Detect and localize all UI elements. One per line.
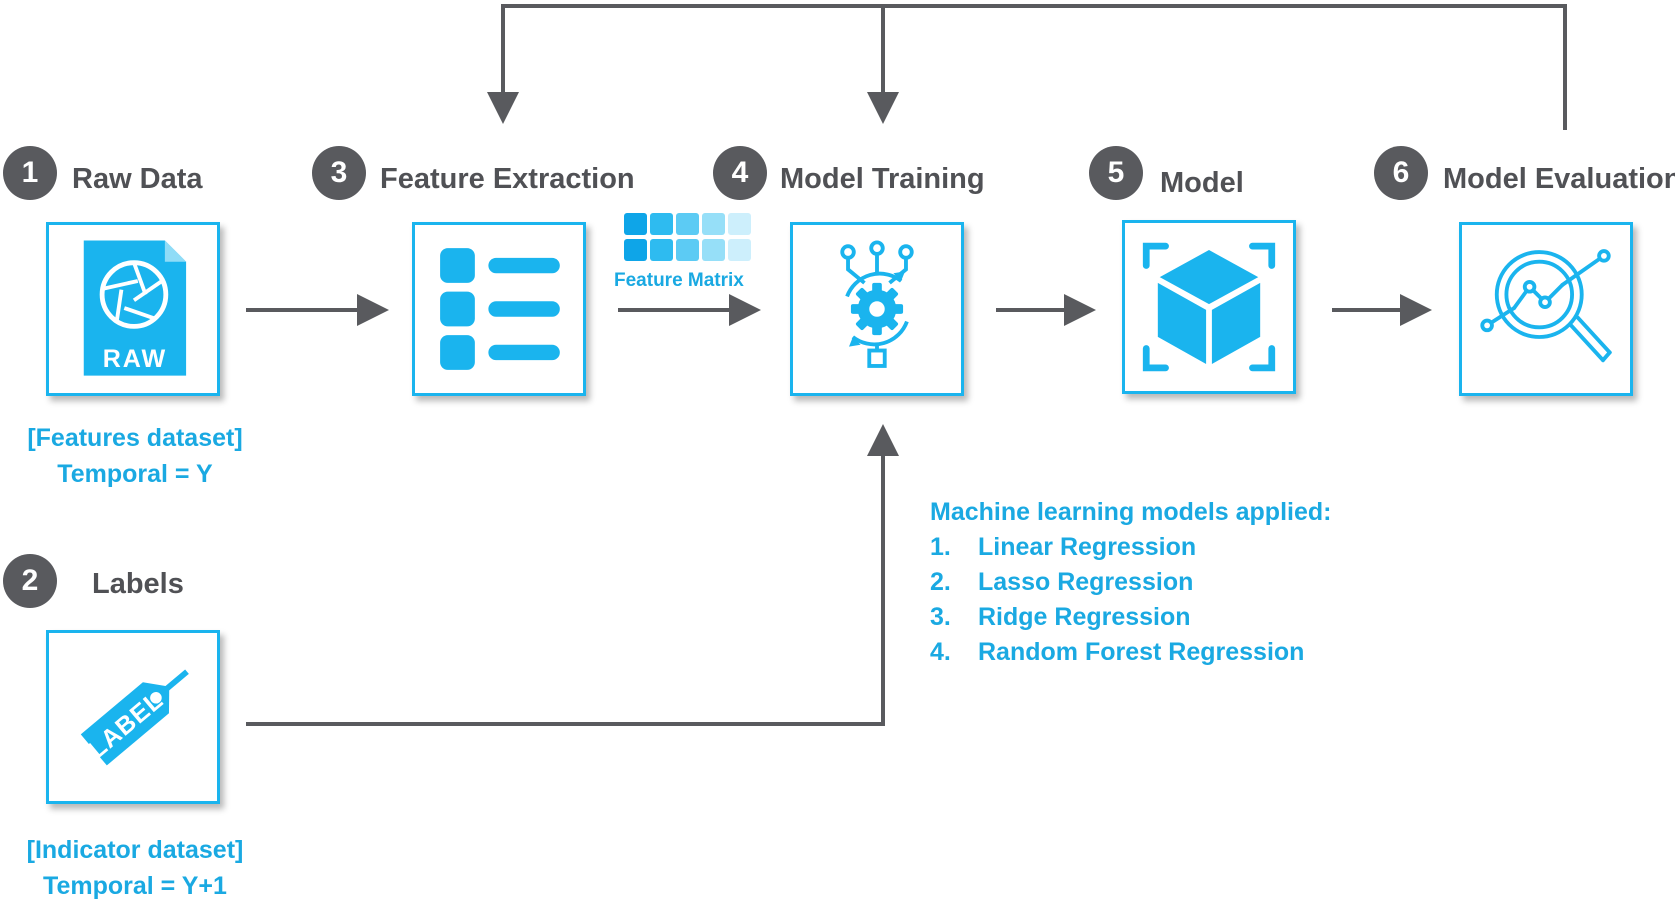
model-card — [1122, 220, 1296, 394]
ml-model-item: 3. Ridge Regression — [930, 600, 1331, 635]
ml-model-number: 2. — [930, 568, 951, 596]
ml-model-item: 1. Linear Regression — [930, 530, 1331, 565]
step-badge-5: 5 — [1089, 146, 1143, 200]
raw-data-card: RAW — [46, 222, 220, 396]
step-title-feature-extraction: Feature Extraction — [380, 163, 635, 195]
step-badge-3: 3 — [312, 146, 366, 200]
model-evaluation-card — [1459, 222, 1633, 396]
raw-data-caption-line1: [Features dataset] — [27, 424, 243, 452]
ml-model-item: 2. Lasso Regression — [930, 565, 1331, 600]
step-title-model: Model — [1160, 167, 1244, 199]
raw-file-icon: RAW — [83, 240, 187, 376]
arrow-labels-to-training — [246, 424, 899, 726]
list-icon — [440, 248, 560, 370]
step-badge-4: 4 — [713, 146, 767, 200]
ml-model-item: 4. Random Forest Regression — [930, 635, 1331, 670]
labels-caption-line2: Temporal = Y+1 — [43, 872, 227, 900]
gear-network-icon — [840, 240, 914, 368]
feature-matrix-grid-icon — [624, 213, 751, 261]
labels-caption: [Indicator dataset] Temporal = Y+1 — [10, 832, 260, 904]
model-training-card — [790, 222, 964, 396]
ml-model-number: 1. — [930, 533, 951, 561]
ml-model-number: 3. — [930, 603, 951, 631]
step-badge-2: 2 — [3, 554, 57, 608]
feedback-loop-line — [487, 4, 1567, 130]
feature-extraction-card — [412, 222, 586, 396]
label-tag-icon: LABEL — [80, 669, 189, 766]
step-badge-1: 1 — [3, 146, 57, 200]
raw-file-label: RAW — [103, 345, 167, 373]
step-title-model-evaluation: Model Evaluation — [1443, 163, 1675, 195]
ml-model-name: Ridge Regression — [978, 603, 1191, 631]
ml-model-name: Linear Regression — [978, 533, 1197, 561]
ml-models-list: Machine learning models applied: 1. Linea… — [930, 495, 1331, 670]
raw-data-caption: [Features dataset] Temporal = Y — [10, 420, 260, 492]
step-title-model-training: Model Training — [780, 163, 985, 195]
ml-model-name: Random Forest Regression — [978, 638, 1305, 666]
step-title-labels: Labels — [92, 568, 184, 600]
labels-card: LABEL — [46, 630, 220, 804]
raw-data-caption-line2: Temporal = Y — [57, 460, 213, 488]
step-title-raw-data: Raw Data — [72, 163, 203, 195]
ml-model-name: Lasso Regression — [978, 568, 1194, 596]
step-badge-6: 6 — [1374, 146, 1428, 200]
labels-caption-line1: [Indicator dataset] — [26, 836, 244, 864]
ml-model-number: 4. — [930, 638, 951, 666]
cube-icon — [1142, 242, 1276, 372]
ml-models-heading: Machine learning models applied: — [930, 498, 1332, 526]
feature-matrix-label: Feature Matrix — [614, 270, 744, 291]
magnifier-chart-icon — [1480, 249, 1612, 363]
